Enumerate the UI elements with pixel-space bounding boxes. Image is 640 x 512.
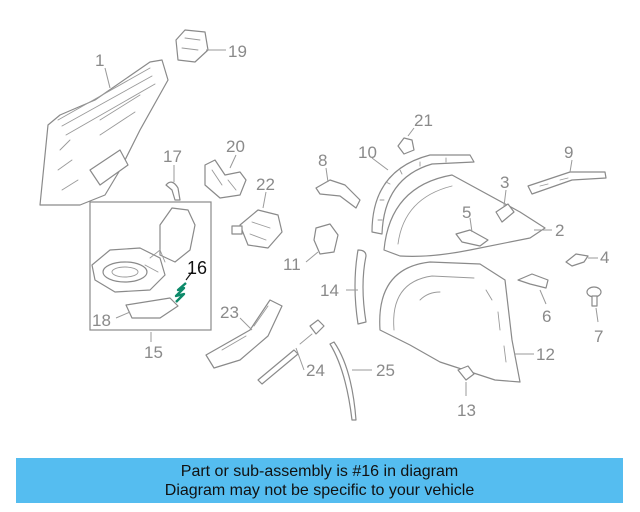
callout-23: 23 [220, 303, 239, 322]
part-15-fuel-door-housing[interactable] [91, 207, 196, 293]
part-3-bracket[interactable] [495, 203, 515, 223]
callout-18: 18 [92, 311, 111, 330]
part-21-clip[interactable] [397, 137, 415, 155]
banner-line-disclaimer: Diagram may not be specific to your vehi… [164, 481, 475, 499]
callout-6: 6 [542, 307, 551, 326]
part-13-clip[interactable] [457, 365, 475, 381]
part-22-actuator[interactable] [231, 209, 283, 249]
part-20-bracket[interactable] [204, 159, 247, 199]
callout-16: 16 [187, 258, 207, 278]
callout-4: 4 [600, 248, 609, 267]
part-24-cable[interactable] [257, 319, 325, 385]
part-17-clip[interactable] [165, 181, 181, 201]
part-1-quarter-panel[interactable] [39, 59, 169, 206]
callout-8: 8 [318, 151, 327, 170]
part-11-shield[interactable] [313, 223, 339, 255]
callout-2: 2 [555, 221, 564, 240]
callout-9: 9 [564, 143, 573, 162]
part-23-bracket[interactable] [205, 299, 283, 369]
part-6-bracket[interactable] [517, 273, 549, 289]
part-18-cover[interactable] [125, 297, 179, 319]
callout-11: 11 [283, 255, 301, 274]
callout-21: 21 [414, 111, 433, 130]
callout-12: 12 [536, 345, 555, 364]
part-8-bracket[interactable] [315, 179, 361, 209]
callout-19: 19 [228, 42, 247, 61]
callout-13: 13 [457, 401, 476, 420]
banner-line-part-number: Part or sub-assembly is #16 in diagram [180, 462, 459, 480]
part-4-clip[interactable] [565, 253, 589, 267]
part-5-bracket[interactable] [455, 229, 489, 247]
part-19-bracket[interactable] [175, 29, 209, 63]
part-10-arch-trim[interactable] [371, 154, 475, 235]
info-banner: Part or sub-assembly is #16 in diagram D… [16, 458, 623, 503]
callout-5: 5 [462, 203, 471, 222]
part-16-spring-highlighted[interactable] [174, 282, 187, 303]
callout-14: 14 [320, 281, 339, 300]
callout-3: 3 [500, 173, 509, 192]
part-25-molding[interactable] [329, 341, 357, 421]
callout-24: 24 [306, 361, 325, 380]
callout-1: 1 [95, 51, 104, 70]
part-7-screw[interactable] [586, 286, 602, 307]
callout-20: 20 [226, 137, 245, 156]
part-14-seal-strip[interactable] [354, 249, 367, 325]
part-2-wheelhouse-extension[interactable] [383, 174, 546, 257]
group-15-box [89, 201, 212, 331]
callout-15: 15 [144, 343, 163, 362]
part-12-wheelhouse-liner[interactable] [379, 261, 521, 383]
callout-17: 17 [163, 147, 182, 166]
part-9-trim-strip[interactable] [527, 171, 607, 195]
exploded-parts-diagram: 1 19 17 20 15 16 18 [39, 29, 609, 421]
callout-7: 7 [594, 327, 603, 346]
callout-25: 25 [376, 361, 395, 380]
callout-10: 10 [358, 143, 377, 162]
callout-22: 22 [256, 175, 275, 194]
